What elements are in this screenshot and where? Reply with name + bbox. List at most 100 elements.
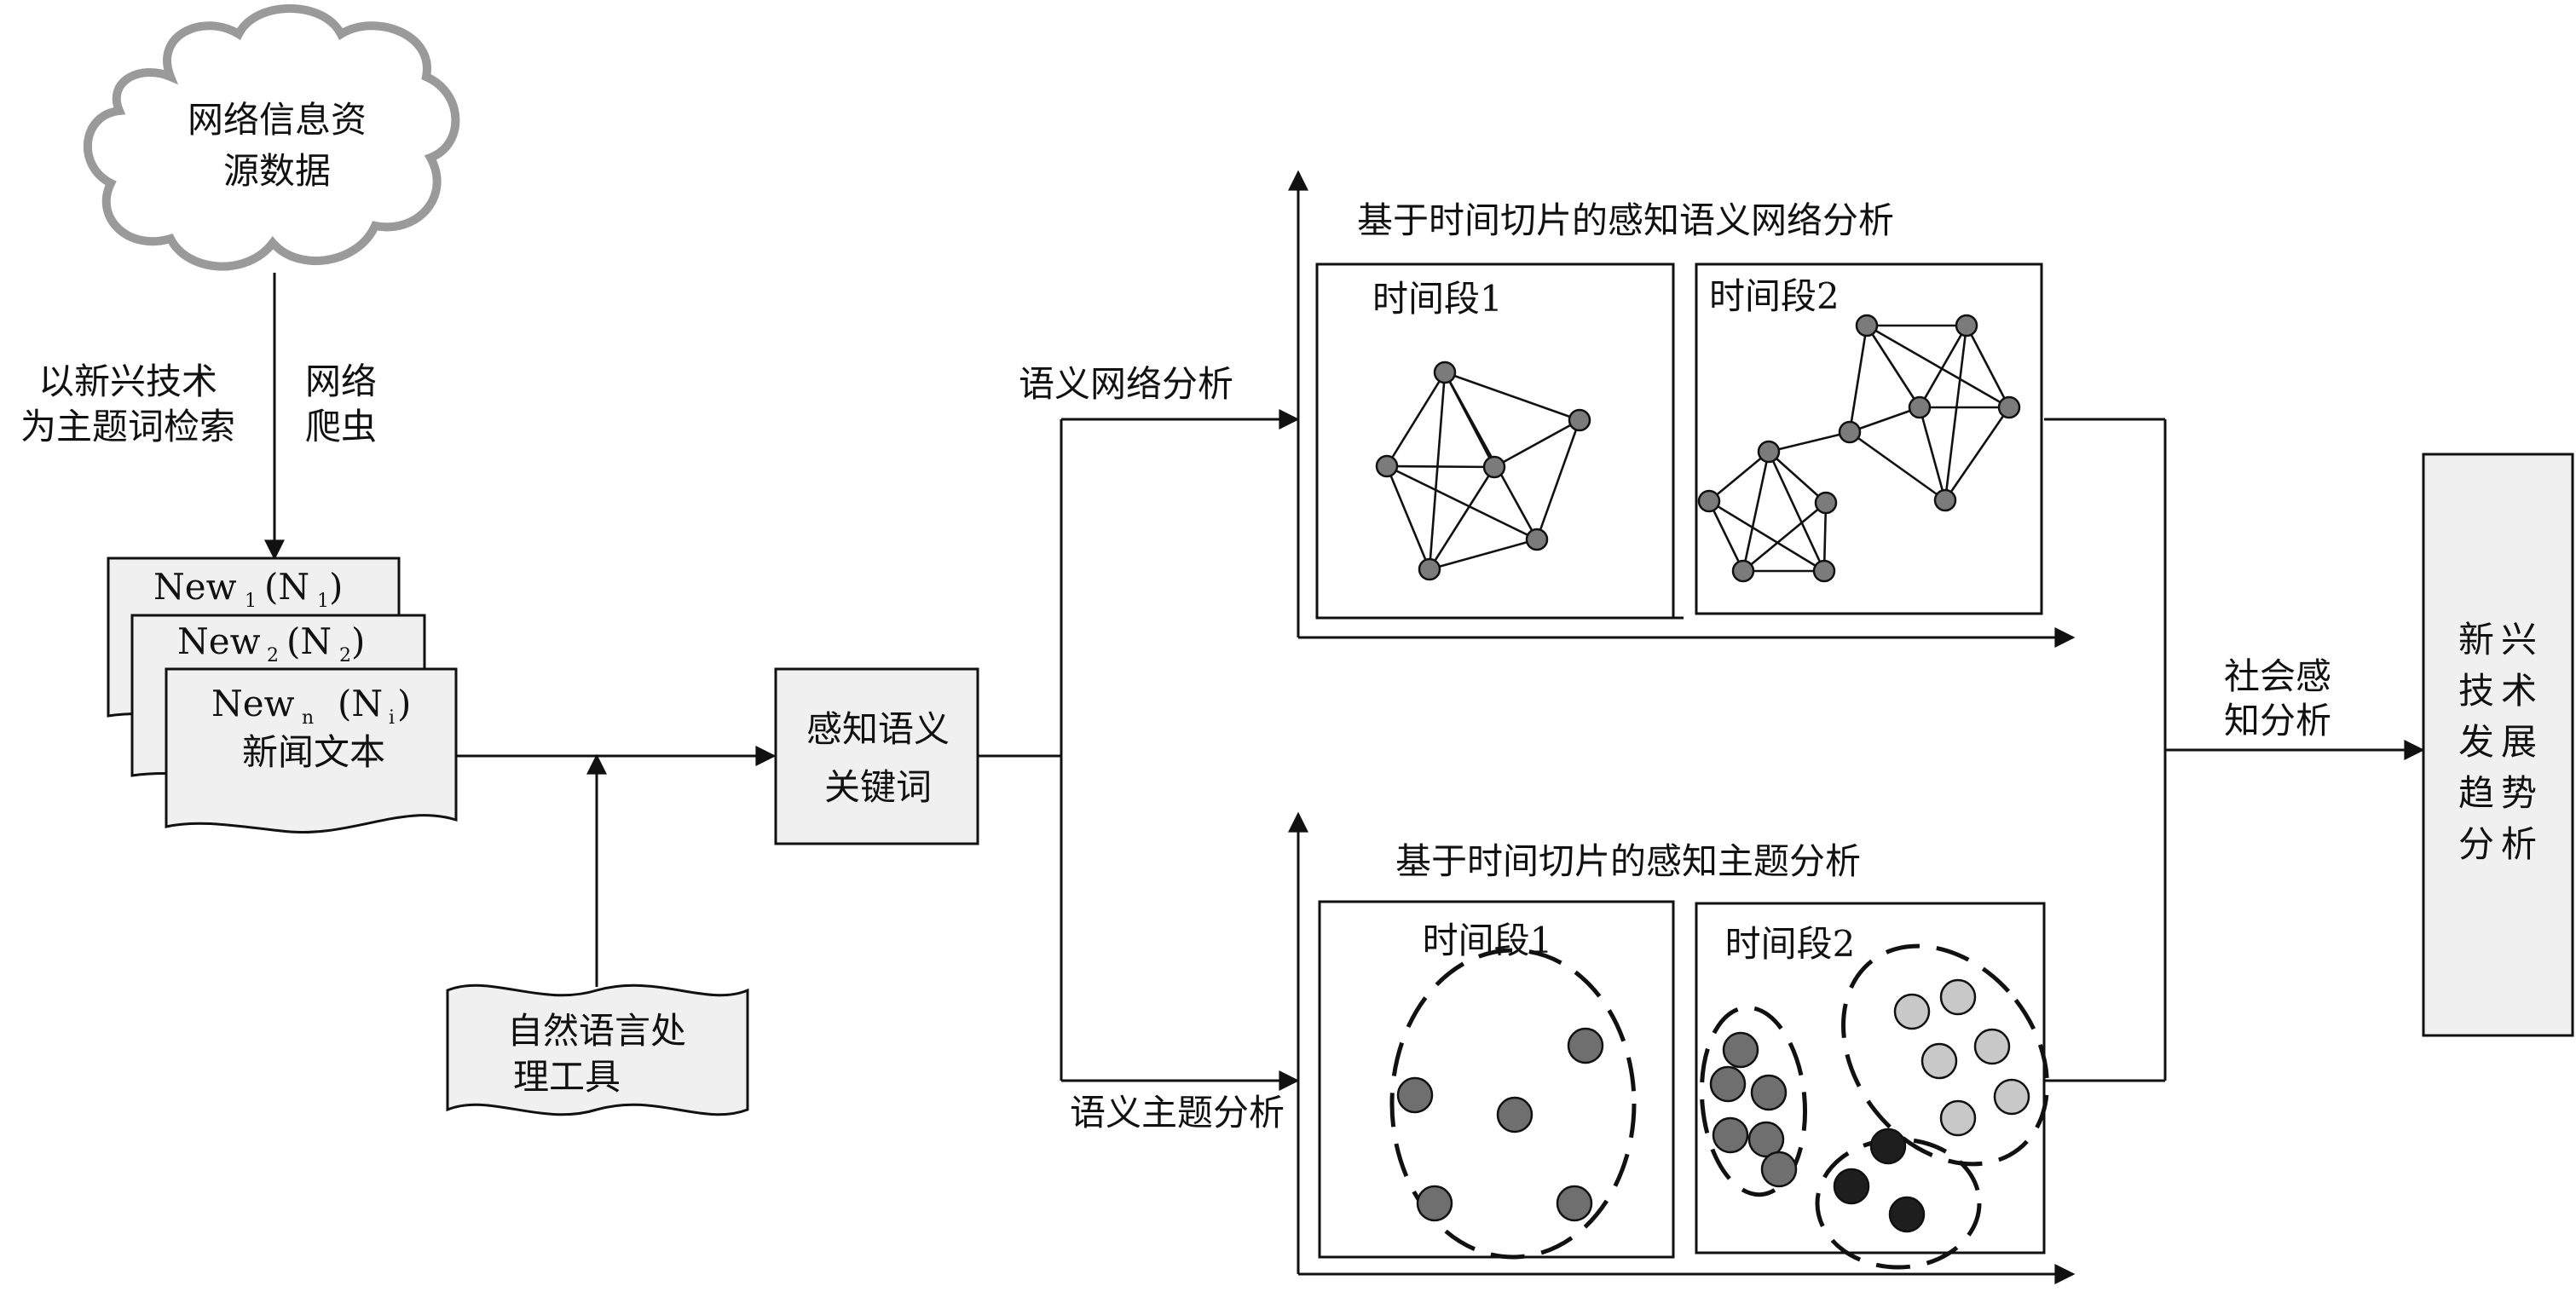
doc2-paren-sub: 2 [339, 645, 351, 666]
topic1-point [1567, 1027, 1604, 1064]
topic2-cluster-b-boundary [1815, 1137, 1982, 1270]
topic2-cluster-c-point [1920, 1042, 1958, 1080]
graph2-edge [1708, 450, 1770, 503]
result-char: 发 [2458, 721, 2494, 763]
topic2-cluster-c-boundary [1841, 943, 2049, 1167]
graph2-edge [1944, 407, 2011, 501]
result-char: 新 [2458, 619, 2494, 660]
topic2-cluster-a-point [1709, 1065, 1747, 1103]
keywords-line1: 感知语义 [806, 708, 950, 750]
graph2-edge [1965, 325, 2011, 408]
graph2-edge [1822, 502, 1828, 572]
result-char: 兴 [2501, 619, 2537, 660]
result-char: 术 [2501, 670, 2537, 712]
topic-title: 基于时间切片的感知主题分析 [1395, 840, 1861, 882]
docn-caption: 新闻文本 [242, 731, 385, 773]
crawler-label-line2: 爬虫 [305, 406, 377, 447]
topic1-point [1396, 1076, 1434, 1114]
doc2-paren: (N [286, 620, 332, 662]
graph2-edge [1768, 451, 1827, 504]
social-label-line1: 社会感 [2224, 655, 2331, 697]
network-period1-label: 时间段1 [1372, 278, 1503, 320]
topic1-point [1416, 1185, 1453, 1222]
graph1-edge [1443, 372, 1539, 540]
topic2-cluster-c-point [1893, 993, 1931, 1030]
result-char: 析 [2501, 823, 2537, 865]
graph1-edge [1444, 371, 1580, 422]
graph2-node [1838, 420, 1862, 444]
topic2-cluster-a-boundary [1699, 1005, 1808, 1197]
graph2-edge [1866, 324, 2010, 409]
keywords-line2: 关键词 [824, 766, 932, 808]
doc1-paren: (N [264, 566, 309, 608]
docn-sub: n [302, 707, 314, 729]
graph1-edge [1385, 465, 1431, 570]
graph1-node [1418, 557, 1441, 581]
result-box: 新 兴 技 术 发 展 趋 势 分 析 [2422, 453, 2574, 1037]
graph2-edge [1849, 430, 1946, 502]
topic-branch-label: 语义主题分析 [1070, 1092, 1285, 1133]
result-char: 趋 [2458, 772, 2494, 814]
topic2-cluster-b-point [1869, 1128, 1907, 1165]
graph1-edge [1385, 372, 1447, 467]
doc2-word: New [177, 620, 261, 662]
topic1-cluster-boundary [1389, 948, 1637, 1260]
search-label-line2: 为主题词检索 [20, 406, 235, 447]
docn-paren: (N [338, 683, 383, 724]
graph2-edge [1918, 325, 1968, 408]
network-title: 基于时间切片的感知语义网络分析 [1357, 199, 1894, 241]
result-char: 分 [2458, 823, 2494, 865]
graph2-node [1955, 314, 1978, 337]
doc1-sub: 1 [245, 591, 257, 612]
graph1-edge [1428, 372, 1447, 570]
topic2-cluster-a-point [1750, 1074, 1788, 1111]
network-branch-label: 语义网络分析 [1019, 363, 1233, 405]
graph1-edge [1386, 464, 1538, 541]
graph1-edge [1428, 466, 1496, 570]
docn-paren-close: ) [397, 683, 411, 724]
document-n [165, 667, 458, 833]
graph1-edge [1493, 418, 1580, 469]
graph2-edge [1848, 325, 1868, 433]
topic2-cluster-b-point [1833, 1168, 1870, 1205]
graph2-edge [1708, 499, 1825, 573]
graph2-edge [1865, 325, 1921, 408]
topic2-cluster-a-point [1722, 1031, 1759, 1069]
doc1-paren-close: ) [329, 566, 343, 608]
graph2-edge [1849, 406, 1920, 434]
graph2-node [1933, 488, 1957, 512]
topic-analysis-section: 基于时间切片的感知主题分析 时间段1 时间段2 [1288, 811, 2076, 1284]
topic2-cluster-c-point [1973, 1028, 2011, 1065]
cloud-data-source: 网络信息资 源数据 [83, 4, 460, 271]
graph1-node [1433, 360, 1457, 384]
doc1-word: New [153, 566, 237, 608]
graph2-edge [1707, 500, 1745, 572]
graph2-node [1731, 559, 1755, 583]
keywords-rect [774, 667, 979, 845]
docn-word: New [211, 683, 295, 724]
graph2-node [1812, 559, 1836, 583]
topic2-cluster-a-point [1760, 1151, 1798, 1188]
graph2-edge [1767, 451, 1826, 572]
keywords-box: 感知语义 关键词 [774, 667, 979, 845]
nlp-label-line1: 自然语言处 [507, 1010, 686, 1052]
news-documents: New 1 (N 1 ) New 2 (N 2 ) New n (N i ) 新… [107, 557, 458, 833]
graph2-node [1855, 314, 1879, 337]
doc2-sub: 2 [267, 645, 279, 666]
topic2-cluster-c-point [1939, 978, 1977, 1016]
topic2-cluster-c-point [1939, 1099, 1977, 1137]
result-char: 展 [2501, 721, 2537, 763]
graph2-node [1697, 489, 1721, 513]
graph1-node [1375, 454, 1399, 478]
nlp-tool-shape [446, 983, 749, 1116]
cloud-label-line1: 网络信息资 [188, 99, 367, 141]
network-analysis-section: 基于时间切片的感知语义网络分析 时间段1 时间段2 [1288, 170, 2076, 648]
doc1-paren-sub: 1 [317, 591, 329, 612]
topic2-cluster-b-point [1888, 1196, 1926, 1233]
graph2-node [1757, 440, 1781, 464]
graph2-edge [1918, 407, 1947, 501]
topic2-cluster-a-point [1712, 1116, 1749, 1154]
social-label-line2: 知分析 [2224, 700, 2331, 741]
result-rect [2422, 453, 2574, 1037]
